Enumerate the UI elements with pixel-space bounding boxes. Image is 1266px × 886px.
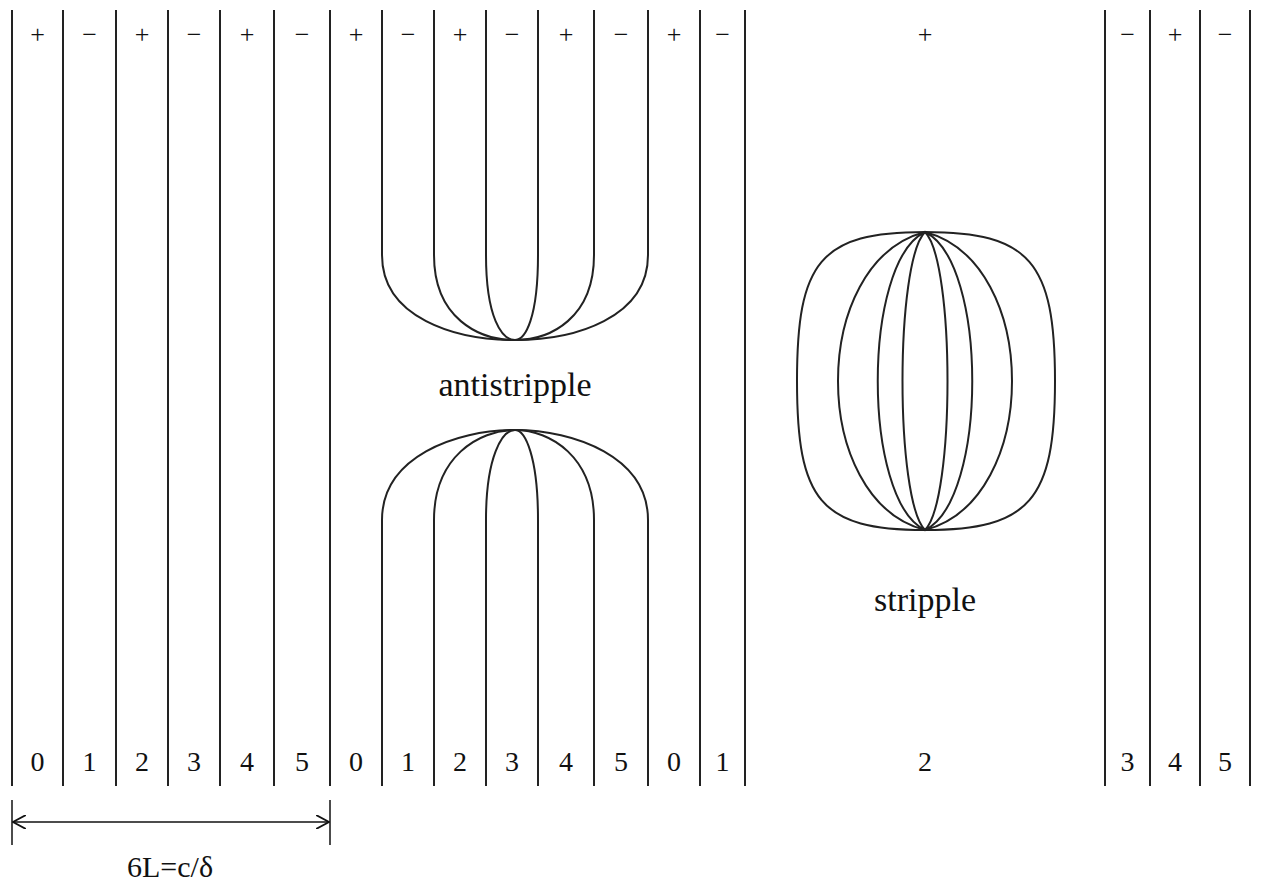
stripe-index: 5: [595, 748, 647, 776]
stripe-band: +2: [117, 10, 167, 786]
charge-sign: +: [221, 22, 273, 48]
charge-sign: −: [169, 22, 219, 48]
stripe-line: [329, 10, 331, 786]
region-label: stripple: [874, 581, 976, 618]
charge-sign: −: [595, 22, 647, 48]
stripe-band: −3: [169, 10, 219, 786]
stripe-band: −3: [1106, 10, 1149, 786]
stripe-index: 1: [383, 748, 433, 776]
stripe-band: −5: [595, 10, 647, 786]
charge-sign: −: [1201, 22, 1249, 48]
stripe-line: [62, 10, 64, 786]
stripe-band: +4: [221, 10, 273, 786]
stripe-index: 0: [649, 748, 699, 776]
stripe-band: −5: [275, 10, 329, 786]
stripe-index: 2: [746, 748, 1104, 776]
charge-sign: +: [539, 22, 593, 48]
stripe-line: [115, 10, 117, 786]
charge-sign: −: [487, 22, 537, 48]
stripple-bubble: [797, 232, 1055, 530]
stripe-line: [1249, 10, 1251, 786]
charge-sign: +: [117, 22, 167, 48]
stripe-index: 5: [275, 748, 329, 776]
stripe-band: −5: [1201, 10, 1249, 786]
stripe-line: [219, 10, 221, 786]
stripe-index: 0: [331, 748, 381, 776]
charge-sign: −: [701, 22, 744, 48]
stripe-index: 1: [701, 748, 744, 776]
stripe-band: −1: [64, 10, 115, 786]
stripe-line: [1199, 10, 1201, 786]
charge-sign: −: [275, 22, 329, 48]
stripe-index: 4: [221, 748, 273, 776]
stripe-band: +0: [13, 10, 62, 786]
charge-sign: +: [1151, 22, 1199, 48]
stripe-line: [1104, 10, 1106, 786]
dimension-arrow: [12, 800, 330, 845]
stripe-line: [699, 10, 701, 786]
stripe-line: [1149, 10, 1151, 786]
stripe-band: −1: [383, 10, 433, 786]
stripe-index: 3: [169, 748, 219, 776]
stripe-band: +0: [649, 10, 699, 786]
charge-sign: −: [64, 22, 115, 48]
stripe-index: 3: [1106, 748, 1149, 776]
charge-sign: +: [649, 22, 699, 48]
charge-sign: +: [746, 22, 1104, 48]
stripe-index: 4: [1151, 748, 1199, 776]
stripe-band: −1: [701, 10, 744, 786]
charge-sign: −: [383, 22, 433, 48]
stripe-band: +4: [1151, 10, 1199, 786]
dimension-label: 6L=c/δ: [127, 850, 213, 883]
stripe-index: 0: [13, 748, 62, 776]
stripe-line: [167, 10, 169, 786]
stripe-index: 4: [539, 748, 593, 776]
charge-sign: +: [13, 22, 62, 48]
stripe-line: [11, 10, 13, 786]
stripe-band: +0: [331, 10, 381, 786]
stripe-line: [273, 10, 275, 786]
region-label: antistripple: [439, 366, 592, 403]
charge-sign: +: [435, 22, 485, 48]
stripe-band: +2: [746, 10, 1104, 786]
stripe-index: 2: [435, 748, 485, 776]
charge-sign: +: [331, 22, 381, 48]
stripe-line: [744, 10, 746, 786]
stripe-index: 5: [1201, 748, 1249, 776]
stripe-index: 1: [64, 748, 115, 776]
charge-sign: −: [1106, 22, 1149, 48]
stripe-index: 2: [117, 748, 167, 776]
stripe-index: 3: [487, 748, 537, 776]
